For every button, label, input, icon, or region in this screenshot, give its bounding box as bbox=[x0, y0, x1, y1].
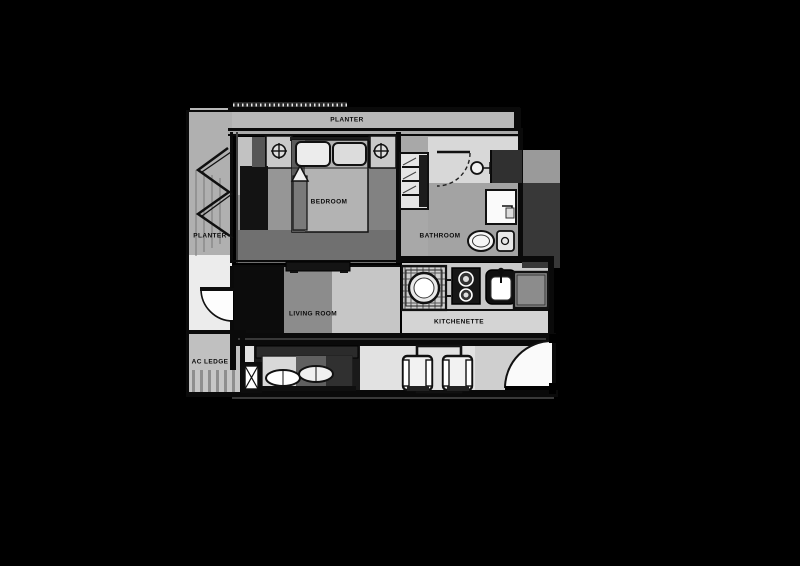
counter-cabinet bbox=[512, 270, 550, 310]
closet-shelves bbox=[399, 152, 429, 210]
cistern bbox=[496, 230, 515, 252]
pillows bbox=[295, 141, 367, 167]
bedside-lamp-right bbox=[369, 135, 397, 169]
planter-left-label: PLANTER bbox=[193, 232, 227, 240]
outdoor-sofa bbox=[254, 345, 360, 391]
louver-window bbox=[195, 146, 234, 256]
ac-condenser-unit bbox=[241, 362, 262, 393]
kitchen-sink bbox=[485, 267, 517, 305]
bathroom-door bbox=[436, 150, 471, 187]
balcony-door bbox=[504, 334, 556, 394]
bathroom-label: BATHROOM bbox=[419, 232, 461, 240]
wash-basin bbox=[470, 161, 491, 175]
armchair-right bbox=[441, 354, 474, 392]
ac-ledge-label: AC LEDGE bbox=[191, 358, 229, 366]
armchair-left bbox=[401, 354, 434, 392]
bedroom-label: BEDROOM bbox=[310, 198, 348, 206]
wardrobe bbox=[240, 137, 268, 230]
walls bbox=[186, 102, 558, 399]
living-room-label: LIVING ROOM bbox=[288, 310, 338, 318]
floor-lamp-column bbox=[290, 164, 310, 231]
entry-door bbox=[200, 266, 234, 334]
kitchenette-label: KITCHENETTE bbox=[434, 318, 484, 326]
two-burner-stove bbox=[451, 267, 481, 305]
bolster-pillows bbox=[265, 365, 334, 387]
bedside-lamp-left bbox=[265, 135, 293, 169]
tv-console bbox=[285, 261, 351, 273]
toilet bbox=[467, 230, 515, 252]
washing-machine bbox=[400, 264, 451, 312]
ac-ledge-floor bbox=[190, 370, 240, 392]
planter-top-label: PLANTER bbox=[330, 116, 364, 124]
shower-stall bbox=[485, 189, 517, 225]
